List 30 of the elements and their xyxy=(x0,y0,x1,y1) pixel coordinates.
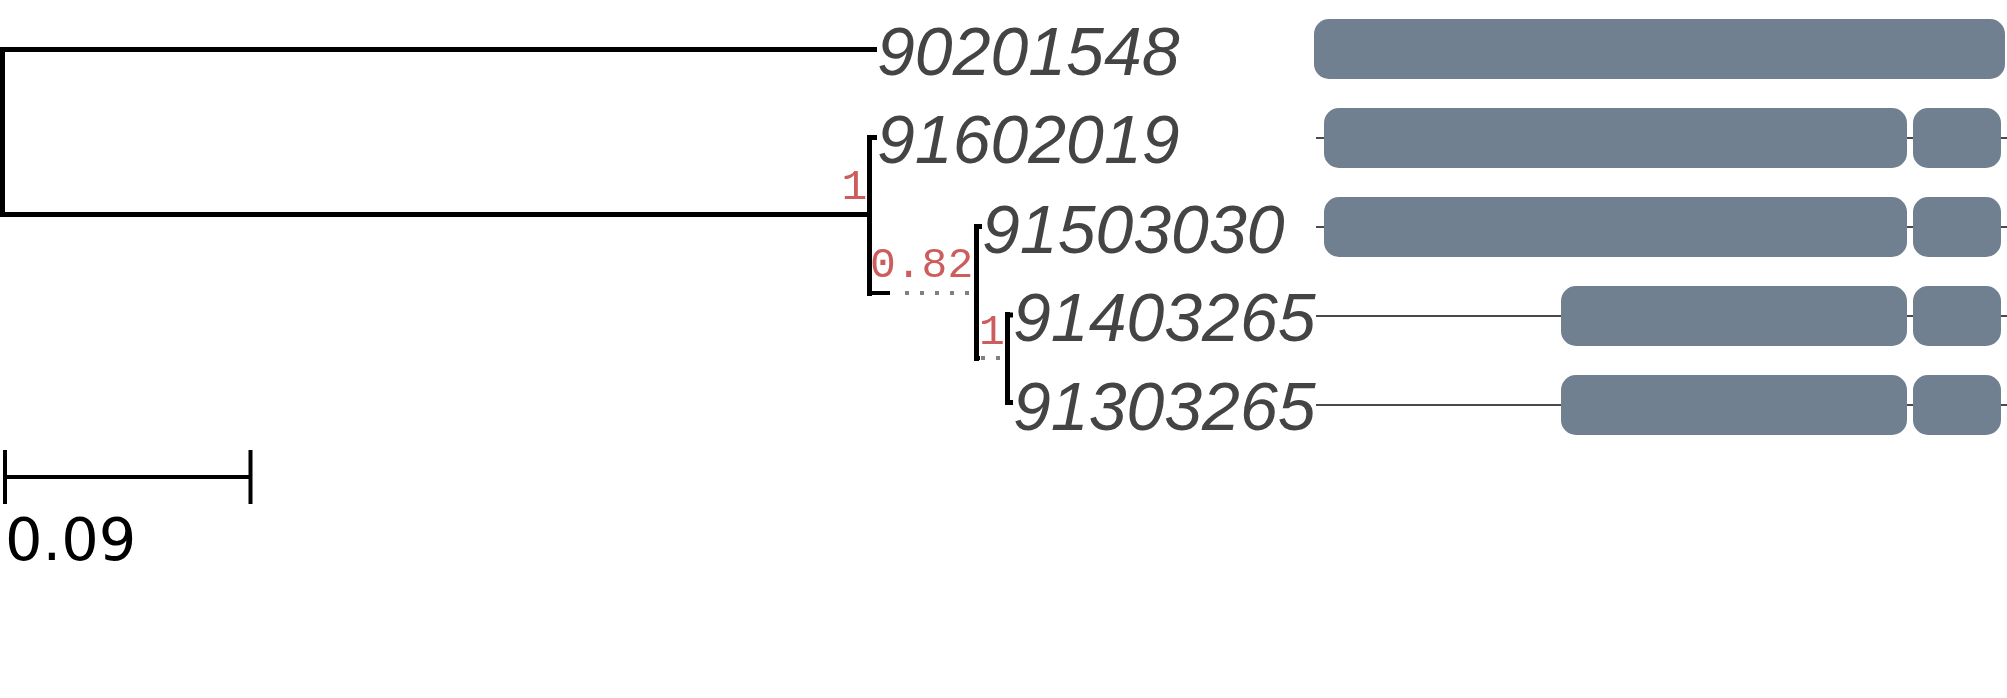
branch-line xyxy=(979,224,982,229)
vertical-branch xyxy=(867,135,872,296)
support-value: 1 xyxy=(979,311,1005,354)
branch-line xyxy=(5,212,867,217)
domain-bar xyxy=(1561,375,1907,435)
support-value: 1 xyxy=(841,166,868,209)
domain-bar xyxy=(1561,286,1907,346)
sequence-line xyxy=(1316,404,2007,406)
domain-bar xyxy=(1324,197,1907,257)
leaf-label: 91602019 xyxy=(877,105,1180,173)
scale-value: 0.09 xyxy=(5,510,137,569)
sequence-line xyxy=(1316,315,2007,317)
domain-bar xyxy=(1324,108,1907,168)
branch-line xyxy=(872,135,877,140)
leaf-label: 91503030 xyxy=(982,195,1285,263)
domain-bar xyxy=(1913,108,2001,168)
support-value: 0.82 xyxy=(870,244,974,287)
vertical-branch xyxy=(974,224,979,361)
domain-bar xyxy=(1913,375,2001,435)
branch-line xyxy=(5,47,877,52)
leaf-label: 90201548 xyxy=(877,17,1180,85)
branch-line xyxy=(1010,400,1013,405)
branch-line xyxy=(1010,312,1013,318)
domain-bar xyxy=(1913,286,2001,346)
leaf-label: 91403265 xyxy=(1013,283,1316,351)
vertical-branch xyxy=(1005,312,1010,405)
leaf-label: 91303265 xyxy=(1013,372,1316,440)
domain-bar xyxy=(1314,19,2005,79)
vertical-branch xyxy=(0,47,5,217)
domain-bar xyxy=(1913,197,2001,257)
